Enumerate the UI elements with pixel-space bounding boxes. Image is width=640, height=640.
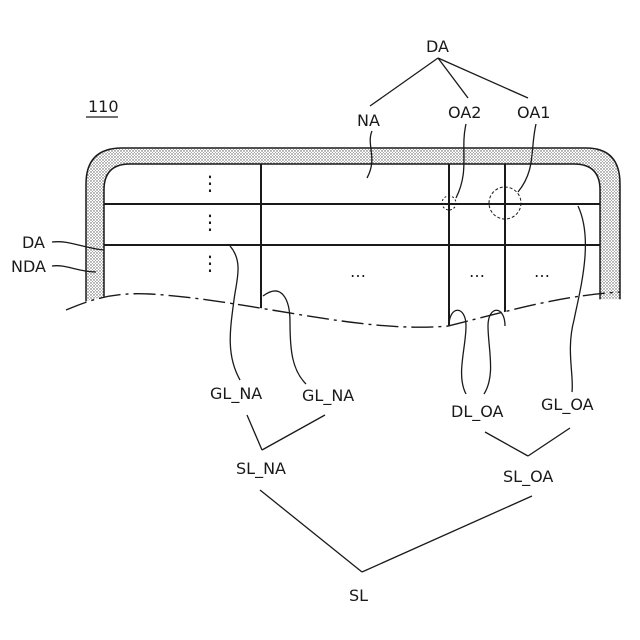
label-sl-na: SL_NA [236, 459, 286, 479]
leader-gl-na-left [230, 246, 240, 380]
vertical-ellipsis-3: ⋮ [200, 251, 220, 275]
figure-ref-110: 110 [88, 97, 119, 116]
tree-slna-sl [260, 490, 362, 572]
non-display-area-border [86, 148, 620, 330]
label-oa1: OA1 [517, 103, 550, 122]
label-gl-oa: GL_OA [541, 395, 594, 415]
label-da-side: DA [22, 233, 45, 252]
horizontal-ellipsis-3: … [534, 262, 550, 281]
label-nda-side: NDA [11, 257, 46, 276]
tree-gloa-sloa [528, 428, 570, 456]
label-sl: SL [349, 586, 368, 605]
label-gl-na-left: GL_NA [210, 384, 262, 404]
horizontal-ellipsis-1: … [350, 262, 366, 281]
vertical-ellipsis-1: ⋮ [200, 171, 220, 195]
tree-glna-left-slna [247, 415, 262, 450]
leader-dl-oa [449, 310, 505, 394]
break-line [66, 292, 620, 327]
tree-sloa-sl [362, 496, 532, 572]
tree-glna-right-slna [262, 415, 325, 450]
label-dl-oa: DL_OA [451, 402, 504, 422]
leader-gl-oa [570, 206, 585, 392]
vertical-ellipsis-2: ⋮ [200, 210, 220, 234]
tree-da-na [370, 58, 438, 106]
display-panel [86, 148, 620, 330]
label-oa2: OA2 [448, 103, 481, 122]
label-sl-oa: SL_OA [503, 467, 553, 487]
label-gl-na-right: GL_NA [302, 386, 354, 406]
tree-dloa-sloa [485, 432, 528, 456]
leader-gl-na-right [263, 291, 306, 384]
label-na-top: NA [357, 111, 380, 130]
horizontal-ellipsis-2: … [469, 262, 485, 281]
tree-da-oa1 [438, 58, 528, 98]
label-da-top: DA [426, 37, 449, 56]
